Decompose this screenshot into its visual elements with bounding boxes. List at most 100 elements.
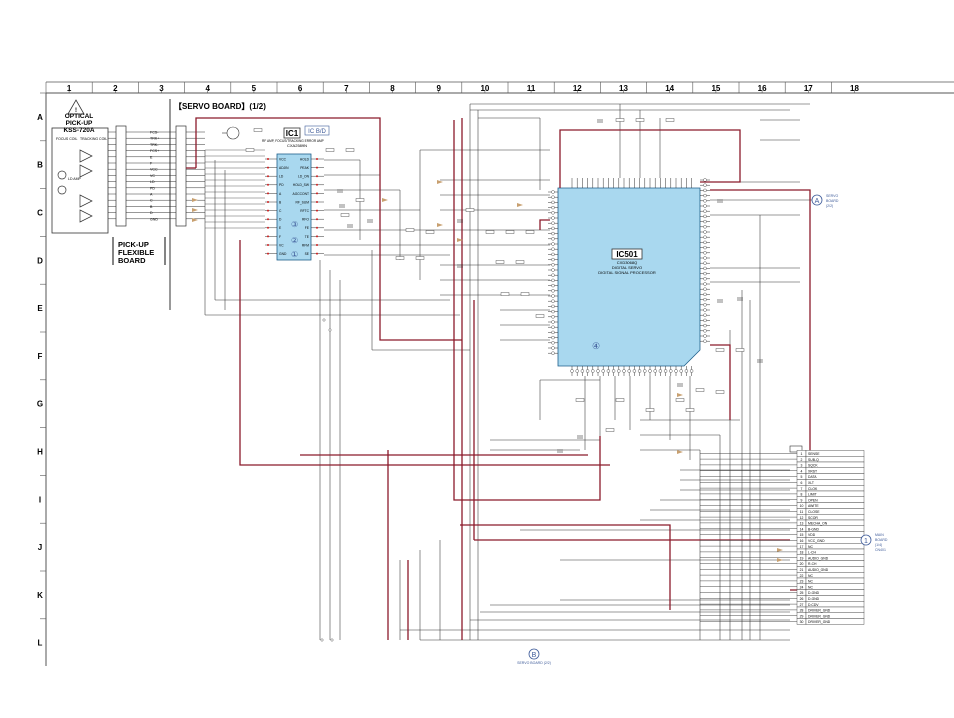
connector-pin-number: 6	[801, 481, 803, 485]
pin-marker	[316, 175, 318, 178]
offpage-servo-board-2: A SERVO BOARD (2/2)	[811, 194, 839, 208]
pin-marker	[316, 252, 318, 255]
photo-amp-icon	[79, 194, 93, 208]
pin-marker	[580, 369, 585, 373]
connector-signal-name: DRIVER_GND	[808, 614, 831, 618]
row-label: K	[37, 591, 43, 600]
pin-marker	[267, 183, 269, 186]
connector-pin-number: 30	[800, 620, 804, 624]
resistor-icon	[425, 230, 435, 234]
signal-arrow-icon	[777, 558, 783, 562]
pin-marker	[551, 211, 555, 215]
column-label: 18	[850, 84, 859, 93]
column-label: 13	[619, 84, 628, 93]
ic1-right-pin: TE	[305, 235, 310, 239]
pin-marker	[267, 166, 269, 169]
resistor-icon	[525, 230, 535, 234]
connector-pin-number: 21	[800, 568, 804, 572]
ic1-ref: IC1	[286, 129, 299, 138]
row-label: E	[37, 304, 43, 313]
connector-pin-number: 17	[800, 545, 804, 549]
connector-signal-cell	[805, 543, 865, 550]
offpage-servo-board-b: B SERVO BOARD (2/2)	[517, 648, 551, 665]
resistor-icon	[515, 260, 525, 264]
connector-signal-name: DRIVER_GND	[808, 620, 831, 624]
pin-marker	[703, 209, 707, 213]
ref-1-line-4: CN401	[875, 548, 886, 552]
row-label: F	[38, 352, 43, 361]
connector-signal-cell	[805, 479, 865, 486]
pin-marker	[703, 323, 707, 328]
resistor-icon	[615, 118, 625, 122]
resistor-icon	[695, 388, 705, 392]
ld-amp-label: LD AMP	[68, 177, 82, 181]
resistor-icon	[500, 292, 510, 296]
pin-marker	[689, 369, 694, 373]
pin-marker	[669, 369, 673, 373]
connector-pin-number: 11	[800, 510, 804, 514]
transistor-icon	[226, 126, 240, 140]
sheet-title: 【SERVO BOARD】(1/2)	[174, 101, 266, 111]
connector-pin-number: 29	[800, 614, 804, 618]
ref-a-line-1: SERVO	[826, 194, 838, 198]
pin-marker	[684, 369, 689, 373]
pin-marker	[551, 309, 555, 314]
connector-signal-name: NC	[808, 574, 813, 578]
resistor-icon	[395, 256, 405, 260]
flex-board-line-2: FLEXIBLE	[118, 248, 154, 257]
connector-pin-number: 23	[800, 580, 804, 584]
connector-pin-number: 3	[801, 464, 803, 468]
ic1-right-pin: SE	[305, 252, 310, 256]
pin-marker	[267, 235, 269, 238]
connector-signal-name: SQCK	[808, 464, 818, 468]
pin-marker	[551, 247, 555, 251]
pin-marker	[591, 369, 595, 373]
marker-2: ②	[291, 236, 298, 245]
connector-signal-name: CLOK	[808, 487, 818, 491]
connector-signal-name: OPEN	[808, 498, 818, 502]
row-label: H	[37, 448, 43, 457]
row-label: D	[37, 256, 43, 265]
connector-signal-cell	[805, 618, 865, 625]
signal-arrow-icon	[382, 198, 388, 202]
ic501-dsp: IC501 CXD3068Q DIGITAL SERVO DIGITAL SIG…	[548, 178, 710, 376]
connector-signal-name: B-GND	[808, 527, 819, 531]
offpage-main-board: 1 MAIN BOARD (1/4) CN401	[860, 533, 888, 552]
pickup-title-line-2: PICK-UP	[66, 120, 93, 127]
pin-marker	[551, 330, 555, 335]
pin-marker	[703, 219, 707, 224]
row-label: C	[37, 209, 43, 218]
pin-marker	[703, 318, 707, 323]
connector-pin-number: 27	[800, 603, 804, 607]
column-label: 2	[113, 84, 118, 93]
pin-marker	[267, 252, 269, 255]
ic1-right-pin: LD_ON	[298, 175, 310, 179]
pin-marker	[551, 252, 555, 257]
signal-arrow-icon	[677, 393, 683, 397]
resistor-icon	[635, 118, 645, 122]
pickup-pin-label: F	[150, 162, 153, 166]
pin-marker	[703, 313, 707, 317]
row-label: G	[37, 400, 43, 409]
pickup-title-line-1: OPTICAL	[65, 113, 94, 120]
pickup-pin-label: D	[150, 211, 153, 215]
ic1-left-pin: PD	[279, 183, 284, 187]
signal-arrow-icon	[517, 203, 523, 207]
pin-marker	[551, 226, 555, 231]
pin-marker	[316, 192, 318, 195]
pin-marker	[570, 369, 574, 373]
connector-pin-number: 4	[801, 469, 803, 473]
ic1-right-pin: RFO	[302, 218, 309, 222]
warning-triangle-icon	[67, 99, 85, 115]
connector-pin-number: 9	[801, 498, 803, 502]
junction-icon	[322, 318, 326, 322]
resistor-icon	[325, 148, 335, 152]
connector-pin-number: 28	[800, 609, 804, 613]
ic1-rf-amp: IC1 IC B/D CXA2589N RF AMP, FOCUS/TRACKI…	[262, 125, 330, 261]
pin-marker	[267, 209, 269, 212]
column-label: 12	[573, 84, 582, 93]
signal-arrow-icon	[192, 198, 198, 202]
pin-marker	[622, 369, 626, 373]
